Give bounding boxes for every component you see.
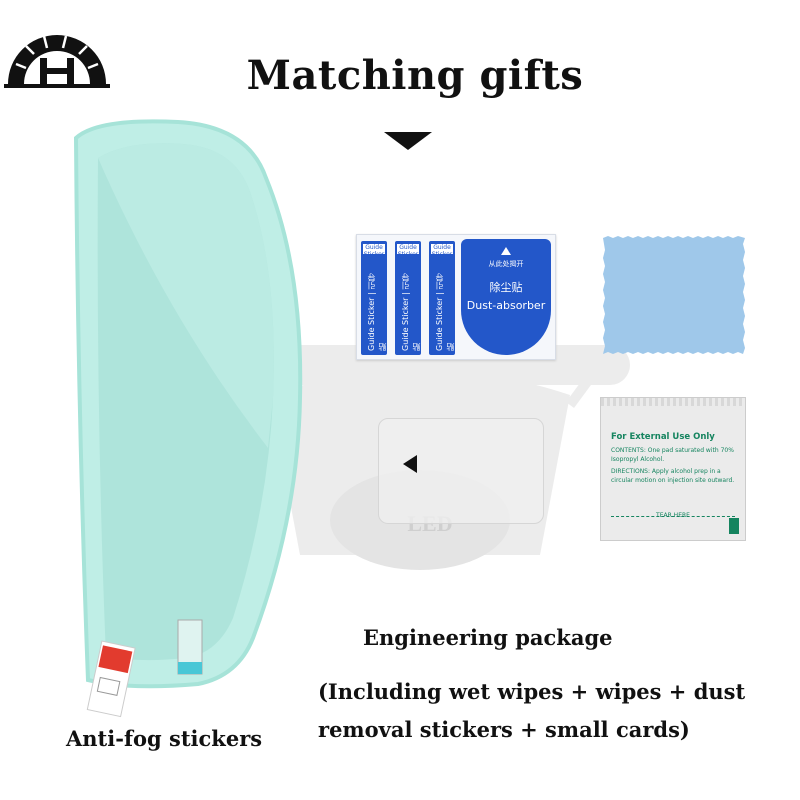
packet-tear-label: TEAR HERE [656, 512, 690, 519]
anti-fog-film [73, 119, 303, 689]
small-card [378, 418, 544, 524]
packet-tear-line [611, 516, 735, 517]
card-arrow-icon [403, 455, 417, 473]
microfiber-cloth [603, 236, 745, 354]
caption-package-contents: (Including wet wipes + wipes + dust remo… [318, 679, 746, 742]
guide-sticker-1-top: Guide Sticker [363, 244, 385, 254]
packet-contents: CONTENTS: One pad saturated with 70% Iso… [611, 447, 734, 463]
guide-sticker-2: Guide Sticker Guide Sticker | 引导贴 [395, 241, 421, 355]
page-title: Matching gifts [246, 52, 584, 99]
pad-top-text: 从此处揭开 [488, 260, 524, 268]
guide-sticker-1-text: Guide Sticker | 引导贴 [367, 273, 387, 351]
caption-anti-fog-stickers: Anti-fog stickers [66, 726, 263, 751]
pad-en-label: Dust-absorber [466, 299, 546, 312]
small-film-strip [177, 619, 203, 675]
dust-absorber-card: Guide Sticker Guide Sticker | 引导贴 Guide … [356, 234, 556, 360]
alcohol-wipe-packet: For External Use Only CONTENTS: One pad … [600, 397, 746, 541]
guide-sticker-1: Guide Sticker Guide Sticker | 引导贴 [361, 241, 387, 355]
packet-directions: DIRECTIONS: Apply alcohol prep in a circ… [611, 468, 735, 484]
brand-logo [4, 35, 110, 88]
guide-sticker-3-text: Guide Sticker | 引导贴 [435, 273, 455, 351]
dust-absorber-pad: 从此处揭开 除尘贴 Dust-absorber [461, 239, 551, 355]
pad-top-icon [501, 247, 511, 255]
packet-edge-top [601, 398, 745, 406]
packet-tab [729, 518, 739, 534]
packet-heading: For External Use Only [611, 432, 715, 442]
guide-sticker-2-text: Guide Sticker | 引导贴 [401, 273, 421, 351]
caption-engineering-package: Engineering package [363, 625, 613, 650]
arrow-down-icon [384, 132, 432, 150]
pad-cn-label: 除尘贴 [489, 281, 523, 294]
back-label-sticker [86, 640, 136, 718]
guide-sticker-3-top: Guide Sticker [431, 244, 453, 254]
guide-sticker-3: Guide Sticker Guide Sticker | 引导贴 [429, 241, 455, 355]
guide-sticker-2-top: Guide Sticker [397, 244, 419, 254]
